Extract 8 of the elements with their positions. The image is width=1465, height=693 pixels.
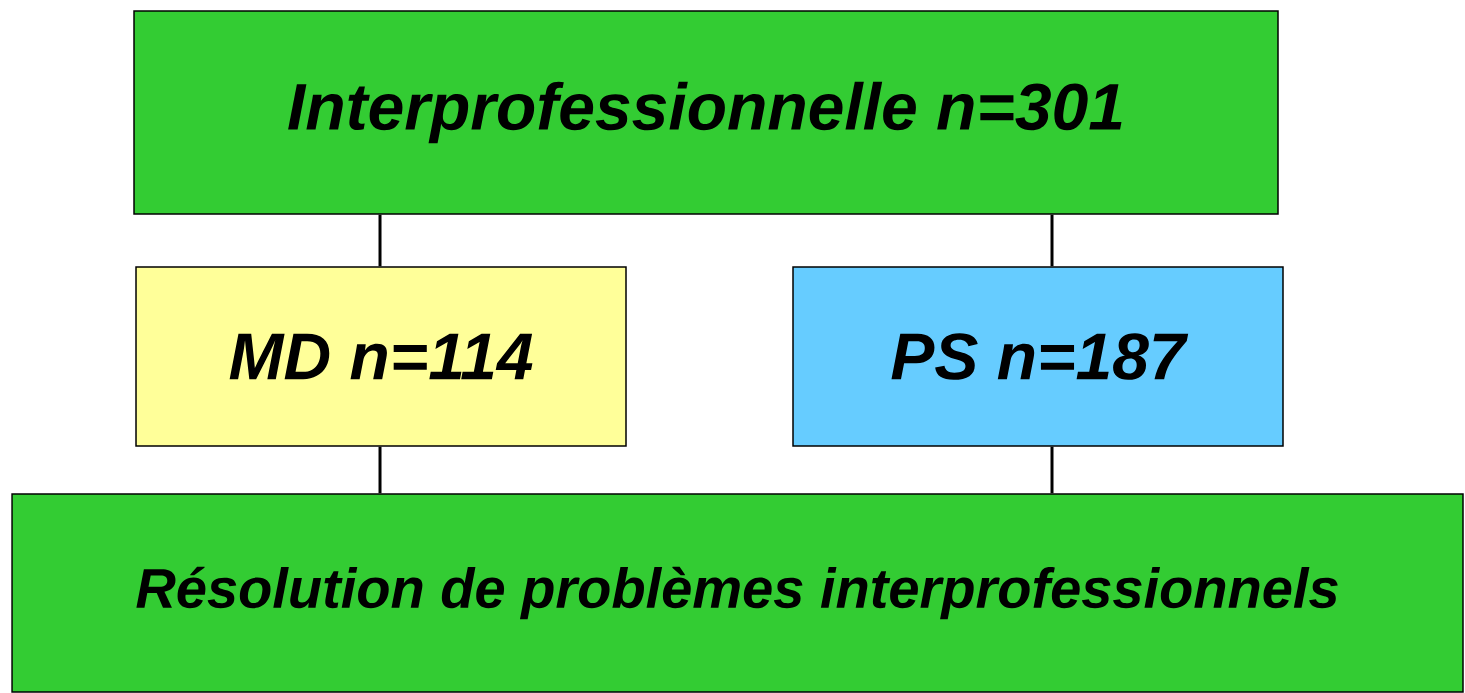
process-box: PS n=187 [792,266,1284,447]
process-box: MD n=114 [135,266,627,447]
connector-line [1050,214,1054,267]
process-box: Résolution de problèmes interprofessionnels [11,493,1464,693]
connector-line [378,446,382,494]
process-box: Interprofessionnelle n=301 [133,10,1279,215]
connector-line [1050,446,1054,494]
connector-line [378,214,382,267]
